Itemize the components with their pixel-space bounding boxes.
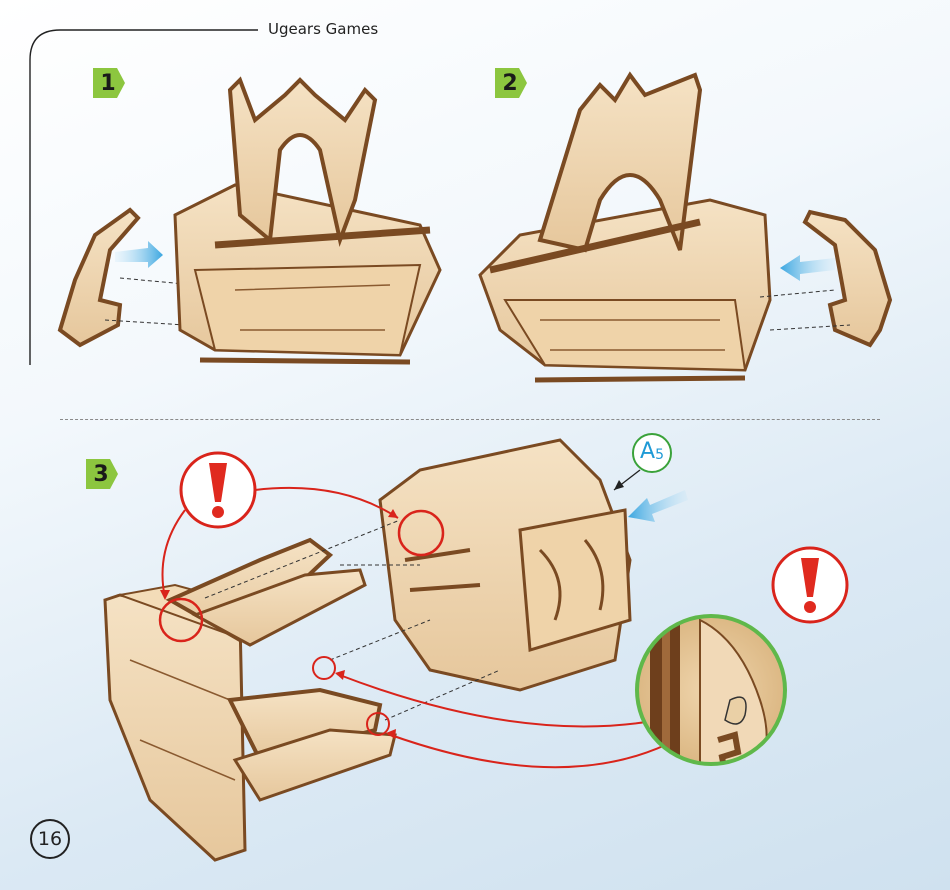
step1-side-panel	[60, 210, 138, 345]
insert-arrow-icon	[628, 490, 688, 522]
step3-left-box	[105, 595, 245, 860]
insert-arrow-icon	[115, 241, 163, 268]
part-number: 5	[655, 447, 664, 463]
check-circle-slot-1	[313, 657, 335, 679]
zoom-detail-circle	[637, 610, 785, 790]
insert-arrow-icon	[780, 255, 835, 281]
step1-box-assembly	[60, 80, 440, 362]
part-letter: A	[640, 439, 655, 464]
step2-box-assembly	[480, 75, 890, 380]
warning-exclamation-icon	[773, 548, 847, 622]
part-callout-a5: A5	[632, 433, 672, 473]
warning-exclamation-icon	[181, 453, 255, 527]
page-number: 16	[30, 819, 70, 859]
step3-assembly	[105, 440, 847, 860]
